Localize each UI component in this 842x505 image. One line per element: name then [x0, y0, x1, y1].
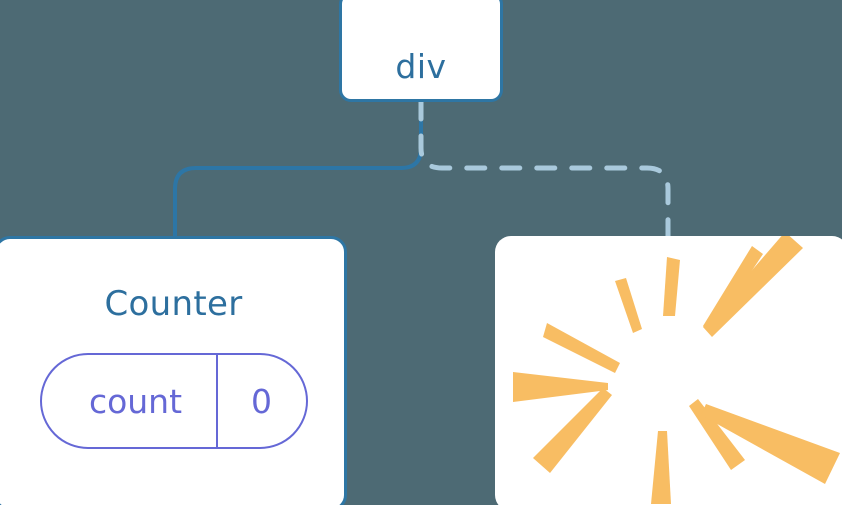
burst-ray-3: [543, 323, 620, 373]
edge-div-to-burst: [418, 98, 671, 243]
burst-ray-10: [703, 246, 763, 332]
state-pill-divider: [215, 355, 218, 447]
state-value-label: 0: [251, 381, 272, 421]
edge-div-to-counter: [173, 99, 423, 242]
node-counter[interactable]: Counter count 0: [0, 236, 347, 505]
node-counter-label: Counter: [104, 284, 243, 324]
state-pill-count[interactable]: count 0: [39, 353, 308, 449]
burst-ray-4: [513, 372, 608, 402]
burst-ray-2: [615, 278, 642, 333]
burst-ray-7: [689, 399, 745, 470]
burst-ray-5: [533, 388, 612, 473]
burst-ray-6: [651, 431, 671, 504]
node-div-label: div: [395, 47, 447, 86]
node-div[interactable]: div: [339, 0, 503, 102]
burst-ray-1: [663, 257, 680, 316]
burst-ray-8: [701, 404, 840, 484]
state-key-label: count: [88, 381, 183, 421]
burst-ray-9: [703, 236, 803, 337]
sparkle-burst-icon: [513, 236, 840, 504]
node-burst[interactable]: [495, 236, 842, 505]
